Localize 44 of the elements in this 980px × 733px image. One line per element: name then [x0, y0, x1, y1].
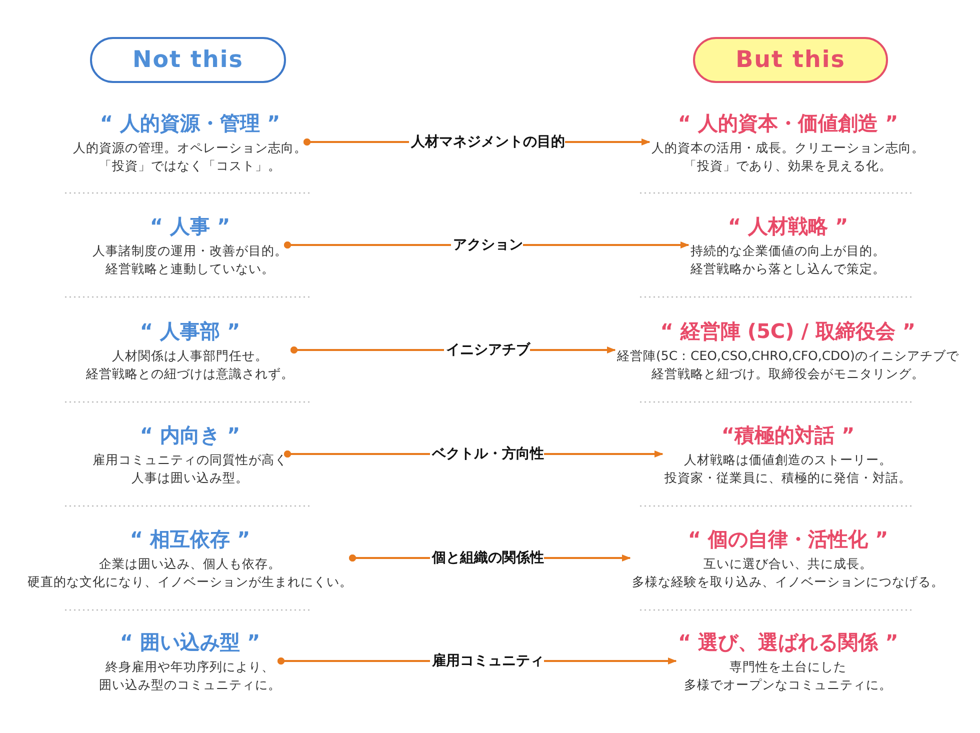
connector-arrow: [544, 554, 631, 562]
keyword-heading: “ 人事 ”: [148, 213, 232, 239]
description-text: 人的資本の活用・成長。クリエーション志向。「投資」であり、効果を見える化。: [652, 139, 924, 175]
description-text: 専門性を土台にした多様でオープンなコミュニティに。: [683, 658, 894, 694]
description-text: 終身雇用や年功序列により、囲い込み型のコミュニティに。: [99, 658, 281, 694]
connector-arrow: [523, 241, 690, 249]
keyword-heading: “ 人材戦略 ”: [726, 213, 850, 239]
keyword-heading: “ 人事部 ”: [138, 318, 242, 344]
keyword-heading: “ 内向き ”: [138, 422, 242, 448]
keyword-heading: “ 人的資本・価値創造 ”: [676, 110, 900, 136]
description-text: 人的資源の管理。オペレーション志向。「投資」ではなく「コスト」。: [73, 139, 307, 175]
dot-connector: [284, 241, 451, 249]
keyword-heading: “積極的対話 ”: [720, 422, 856, 448]
description-text: 人材関係は人事部門任せ。経営戦略との紐づけは意識されず。: [86, 347, 294, 383]
connector-arrow: [544, 657, 677, 665]
description-text: 企業は囲い込み、個人も依存。硬直的な文化になり、イノベーションが生まれにくい。: [28, 555, 352, 591]
connector-arrow: [565, 138, 650, 146]
description-text: 互いに選び合い、共に成長。多様な経験を取り込み、イノベーションにつなげる。: [632, 555, 944, 591]
category-label: アクション: [453, 234, 523, 256]
connector-arrow: [544, 450, 664, 458]
description-text: 持続的な企業価値の向上が目的。経営戦略から落とし込んで策定。: [690, 242, 886, 278]
column-header-pill: Not this: [90, 37, 286, 83]
description-text: 経営陣(5C：CEO,CSO,CHRO,CFO,CDO)のイニシアチブで経営戦略と紐づけ。取締役会がモニタリング。: [617, 347, 959, 383]
connector-arrow: [530, 346, 616, 354]
keyword-heading: “ 人的資源・管理 ”: [98, 110, 282, 136]
description-text: 人材戦略は価値創造のストーリー。投資家・従業員に、積極的に発信・対話。: [664, 451, 912, 487]
category-label: 雇用コミュニティ: [432, 650, 544, 672]
dot-connector: [290, 346, 444, 354]
dot-connector: [277, 657, 430, 665]
column-header-pill: But this: [693, 37, 888, 83]
category-label: イニシアチブ: [446, 339, 530, 361]
dot-connector: [284, 450, 430, 458]
description-text: 人事諸制度の運用・改善が目的。経営戦略と連動していない。: [92, 242, 288, 278]
keyword-heading: “ 個の自律・活性化 ”: [686, 526, 890, 552]
keyword-heading: “ 相互依存 ”: [128, 526, 252, 552]
keyword-heading: “ 経営陣 (5C) / 取締役会 ”: [659, 318, 917, 344]
category-label: ベクトル・方向性: [432, 443, 544, 465]
category-label: 人材マネジメントの目的: [411, 131, 565, 153]
keyword-heading: “ 選び、選ばれる関係 ”: [678, 629, 898, 655]
dot-connector: [303, 138, 409, 146]
category-label: 個と組織の関係性: [432, 547, 544, 569]
description-text: 雇用コミュニティの同質性が高く人事は囲い込み型。: [92, 451, 288, 487]
keyword-heading: “ 囲い込み型 ”: [118, 629, 262, 655]
dot-connector: [348, 554, 430, 562]
